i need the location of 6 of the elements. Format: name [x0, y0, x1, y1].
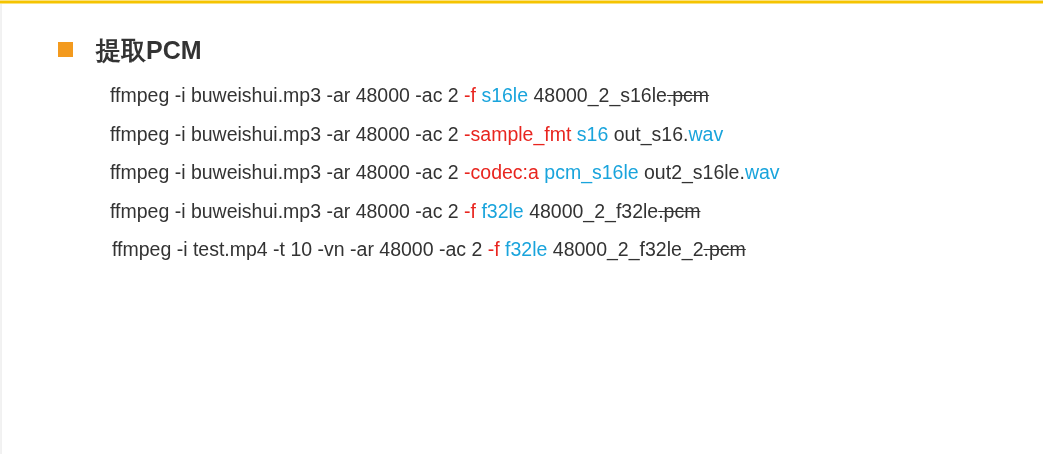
- command-line: ffmpeg -i buweishui.mp3 -ar 48000 -ac 2 -sample_fmt s16 out_s16.wav: [110, 123, 724, 146]
- command-line: ffmpeg -i buweishui.mp3 -ar 48000 -ac 2 -f f32le 48000_2_f32le.pcm: [110, 200, 701, 223]
- heading: 提取PCM: [96, 35, 202, 66]
- command-line: ffmpeg -i test.mp4 -t 10 -vn -ar 48000 -ac 2 -f f32le 48000_2_f32le_2.pcm: [112, 238, 746, 261]
- command-line: ffmpeg -i buweishui.mp3 -ar 48000 -ac 2 -f s16le 48000_2_s16le.pcm: [110, 84, 710, 107]
- command-line: ffmpeg -i buweishui.mp3 -ar 48000 -ac 2 -codec:a pcm_s16le out2_s16le.wav: [110, 161, 780, 184]
